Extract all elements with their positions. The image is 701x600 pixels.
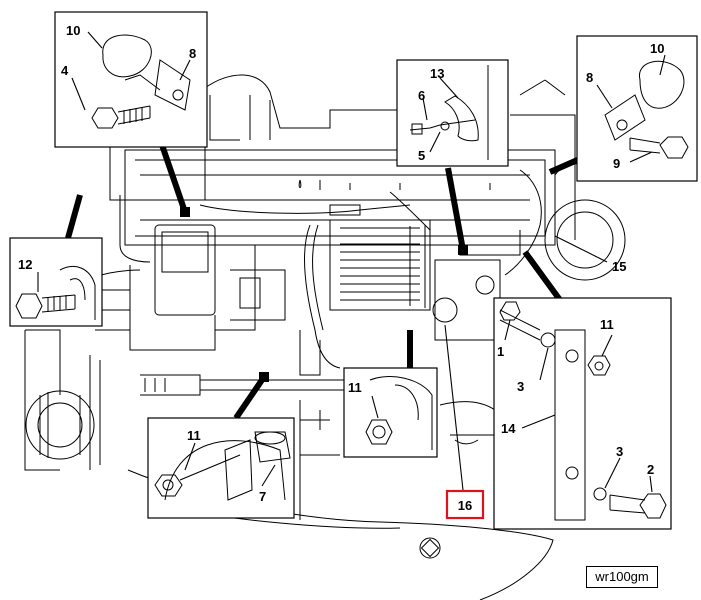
callout-6-top-center: 6	[418, 88, 425, 103]
callout-8-top-left: 8	[189, 46, 196, 61]
pointer-anchor-centre	[458, 245, 468, 255]
callout-9-top-right: 9	[613, 156, 620, 171]
callout-11-middle: 11	[348, 380, 362, 395]
inset-bottom-left	[147, 417, 295, 519]
highlighted-callout-16: 16	[445, 489, 485, 520]
highlight-box	[445, 489, 485, 520]
callout-8-top-right: 8	[586, 70, 593, 85]
callout-1-right: 1	[497, 344, 504, 359]
callout-5-top-center: 5	[418, 148, 425, 163]
callout-numbers: 10 8 4 13 6 5 10 8 9 12 15 11 1 3 14 3 2…	[18, 23, 664, 504]
callout-3-right-bottom: 3	[616, 444, 623, 459]
callout-10-top-left: 10	[66, 23, 80, 38]
leader-15	[554, 235, 608, 263]
callout-11-right: 11	[600, 317, 614, 332]
callout-11-bottom-left: 11	[187, 428, 201, 443]
callout-3-right-top: 3	[517, 379, 524, 394]
callout-15-right: 15	[612, 259, 626, 274]
callout-2-right: 2	[647, 462, 654, 477]
inset-left	[9, 237, 103, 327]
callout-7-bottom-left: 7	[259, 489, 266, 504]
leader-16	[444, 324, 464, 491]
pointer-anchor-bottom	[259, 372, 269, 382]
inset-top-center	[396, 59, 509, 167]
callout-16-highlighted: 16	[458, 498, 472, 513]
callout-10-top-right: 10	[650, 41, 664, 56]
callout-pointers	[65, 144, 584, 420]
inset-top-right	[576, 35, 698, 182]
pointer-anchor-left	[180, 207, 190, 217]
callout-14-right: 14	[501, 421, 516, 436]
callout-13-top-center: 13	[430, 66, 444, 81]
callout-4-top-left: 4	[61, 63, 69, 78]
inset-right	[493, 297, 672, 530]
inset-middle	[343, 367, 438, 458]
callout-12-left: 12	[18, 257, 32, 272]
figure-reference-label: wr100gm	[586, 566, 658, 588]
inset-top-left	[54, 11, 208, 148]
